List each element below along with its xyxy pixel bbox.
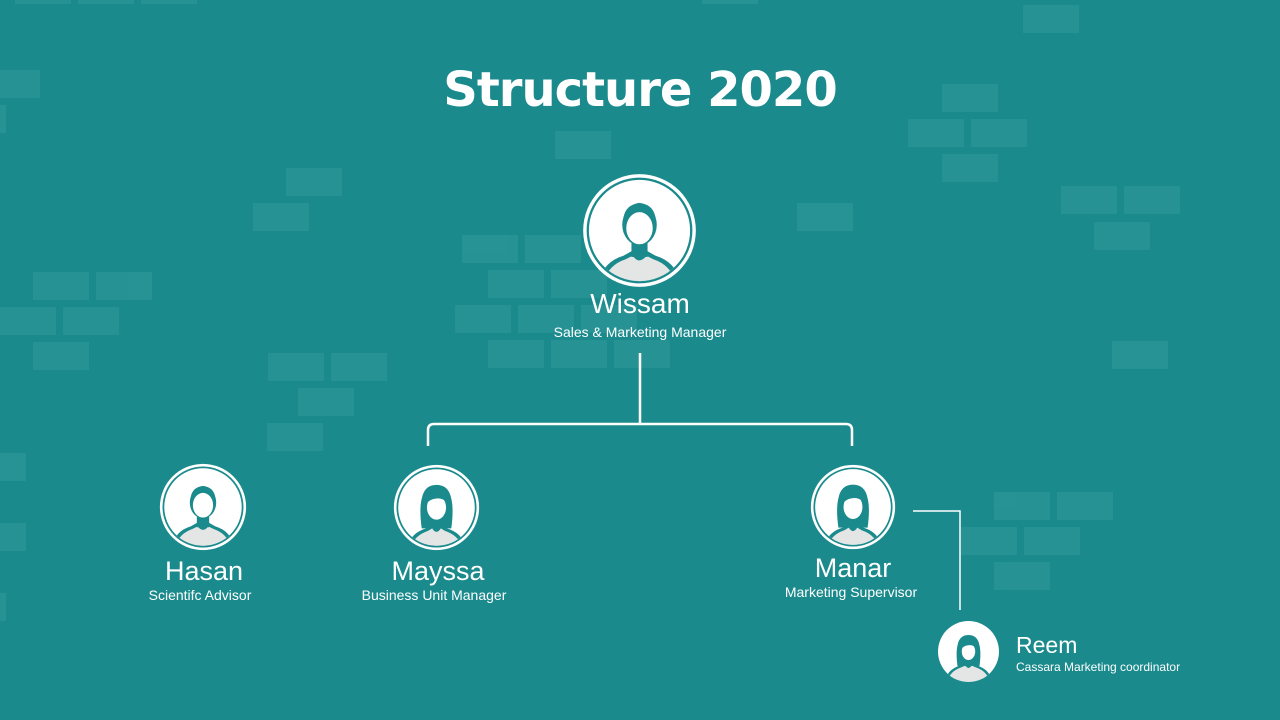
male-user-icon (159, 463, 247, 551)
female-user-icon (810, 464, 896, 550)
female-user-icon (393, 464, 480, 551)
connector-manar-reem (913, 510, 961, 610)
page-title: Structure 2020 (443, 62, 837, 118)
node-name: Manar (814, 553, 892, 583)
node-role: Marketing Supervisor (784, 584, 918, 600)
node-name: Reem (1016, 632, 1078, 658)
node-name: Hasan (164, 556, 244, 586)
node-role: Sales & Marketing Manager (553, 324, 727, 340)
node-role: Scientifc Advisor (148, 587, 252, 603)
node-name: Wissam (590, 288, 690, 319)
male-user-icon (582, 173, 697, 288)
node-role: Business Unit Manager (361, 587, 507, 603)
connector-branch-bar (426, 422, 854, 446)
female-user-icon (938, 621, 999, 682)
node-role: Cassara Marketing coordinator (1016, 660, 1181, 674)
node-name: Mayssa (391, 556, 485, 586)
